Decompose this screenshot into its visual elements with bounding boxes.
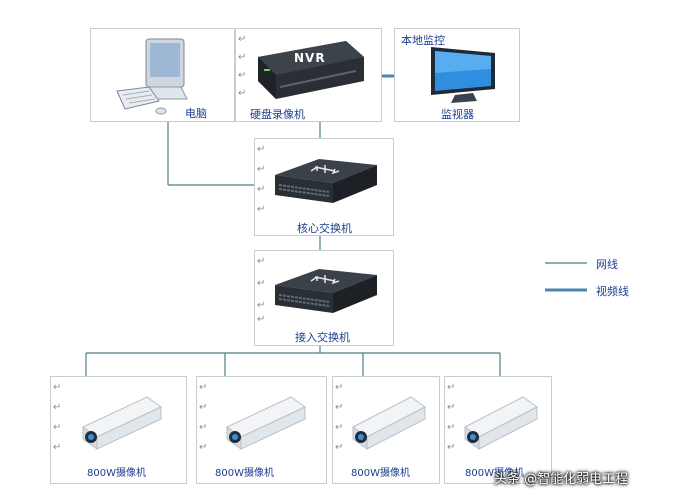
- return-mark-icon: ↵: [53, 422, 62, 433]
- nvr-label: 硬盘录像机: [250, 108, 305, 121]
- return-mark-icon: ↵: [447, 442, 456, 453]
- monitor-icon: [431, 47, 495, 103]
- core-switch-label: 核心交换机: [297, 222, 352, 235]
- monitor-label: 监视器: [441, 108, 474, 121]
- return-mark-icon: ↵: [335, 382, 344, 393]
- return-mark-icon: ↵: [199, 402, 208, 413]
- return-mark-icon: ↵: [335, 442, 344, 453]
- return-mark-icon: ↵: [238, 34, 247, 45]
- return-mark-icon: ↵: [257, 278, 266, 289]
- return-mark-icon: ↵: [447, 402, 456, 413]
- camera-label: 800W摄像机: [465, 468, 524, 479]
- return-mark-icon: ↵: [447, 382, 456, 393]
- legend-network-label: 网线: [596, 258, 618, 271]
- camera-icon: [352, 396, 426, 450]
- camera-icon: [226, 396, 306, 450]
- return-mark-icon: ↵: [335, 422, 344, 433]
- switch-icon: [275, 159, 377, 203]
- camera-node-3[interactable]: ↵ ↵ ↵ ↵ 800W摄像机: [332, 376, 440, 484]
- camera-node-2[interactable]: ↵ ↵ ↵ ↵ 800W摄像机: [196, 376, 327, 484]
- return-mark-icon: ↵: [199, 442, 208, 453]
- return-mark-icon: ↵: [257, 314, 266, 325]
- nvr-badge: NVR: [294, 51, 326, 65]
- monitor-node[interactable]: 本地监控 监视器: [394, 28, 520, 122]
- camera-label: 800W摄像机: [215, 468, 274, 479]
- camera-label: 800W摄像机: [351, 468, 410, 479]
- return-mark-icon: ↵: [53, 402, 62, 413]
- camera-label: 800W摄像机: [87, 468, 146, 479]
- camera-icon: [82, 396, 162, 450]
- return-mark-icon: ↵: [257, 204, 266, 215]
- return-mark-icon: ↵: [257, 300, 266, 311]
- access-switch-label: 接入交换机: [295, 331, 350, 344]
- return-mark-icon: ↵: [257, 164, 266, 175]
- switch-icon: [275, 269, 377, 313]
- pc-node[interactable]: 电脑: [90, 28, 235, 122]
- return-mark-icon: ↵: [199, 382, 208, 393]
- nvr-icon: [258, 41, 364, 99]
- return-mark-icon: ↵: [53, 442, 62, 453]
- core-switch-node[interactable]: ↵ ↵ ↵ ↵ 核心交换机: [254, 138, 394, 236]
- monitor-title: 本地监控: [401, 34, 445, 47]
- return-mark-icon: ↵: [257, 144, 266, 155]
- return-mark-icon: ↵: [199, 422, 208, 433]
- pc-label: 电脑: [185, 107, 207, 120]
- return-mark-icon: ↵: [335, 402, 344, 413]
- nvr-node[interactable]: ↵ ↵ ↵ ↵ NVR 硬盘录像机: [235, 28, 382, 122]
- return-mark-icon: ↵: [238, 88, 247, 99]
- legend-video-label: 视频线: [596, 285, 629, 298]
- return-mark-icon: ↵: [53, 382, 62, 393]
- return-mark-icon: ↵: [447, 422, 456, 433]
- return-mark-icon: ↵: [238, 70, 247, 81]
- computer-icon: [116, 38, 188, 115]
- access-switch-node[interactable]: ↵ ↵ ↵ ↵ 接入交换机: [254, 250, 394, 346]
- return-mark-icon: ↵: [257, 184, 266, 195]
- camera-node-4[interactable]: ↵ ↵ ↵ ↵ 800W摄像机: [444, 376, 552, 484]
- camera-icon: [464, 396, 538, 450]
- watermark: 头条 @智能化弱电工程: [494, 472, 629, 487]
- camera-node-1[interactable]: ↵ ↵ ↵ ↵ 800W摄像机: [50, 376, 187, 484]
- return-mark-icon: ↵: [257, 256, 266, 267]
- return-mark-icon: ↵: [238, 52, 247, 63]
